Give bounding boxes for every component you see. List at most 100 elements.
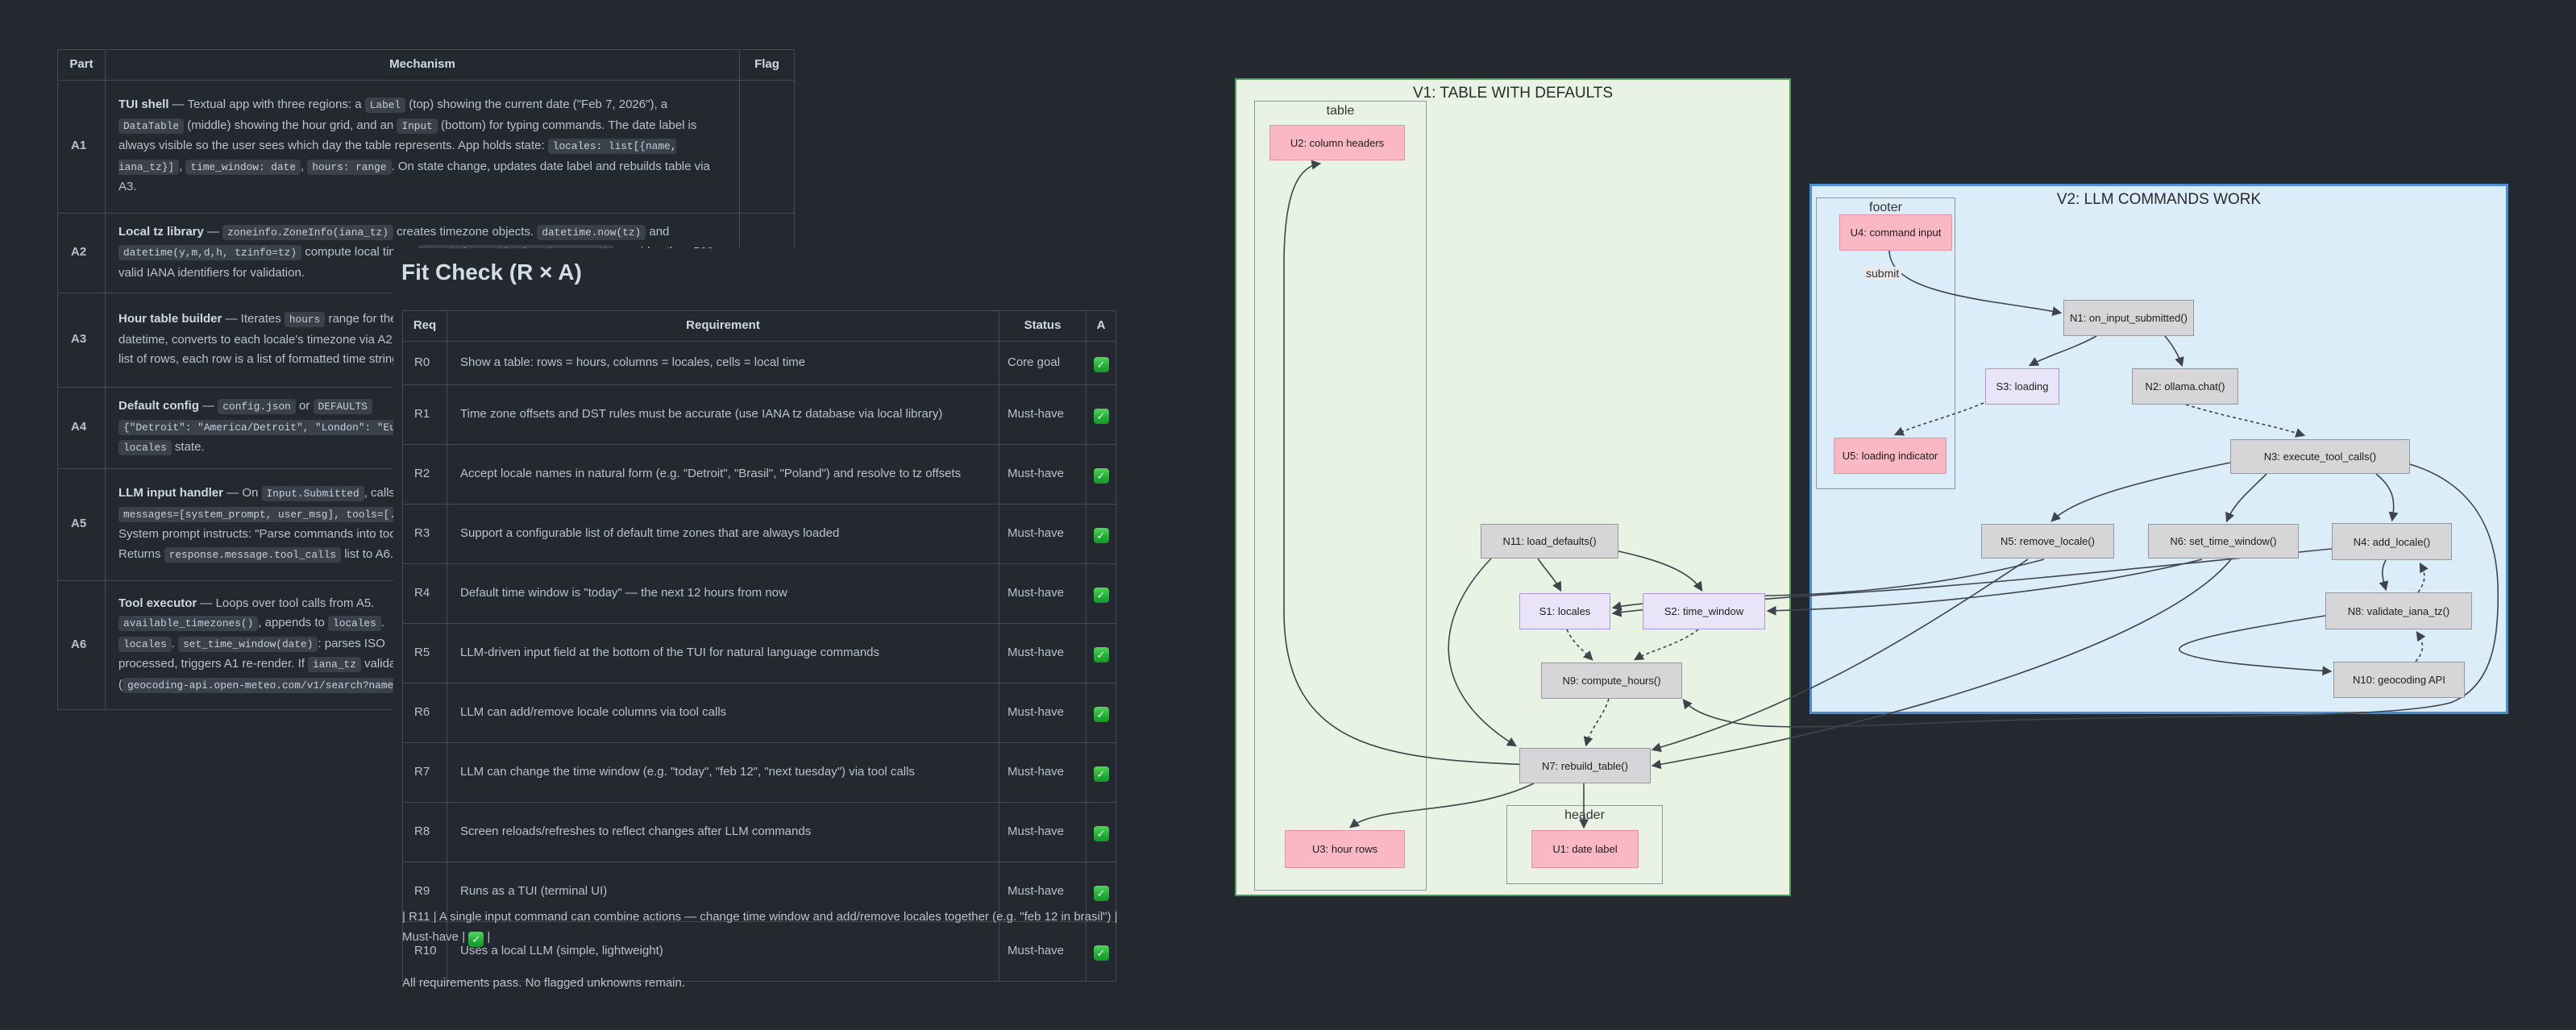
requirement-text: LLM can add/remove locale columns via to… <box>447 683 999 742</box>
check-icon: ✓ <box>1094 528 1109 543</box>
subgraph-table: table <box>1254 101 1427 891</box>
summary-note: All requirements pass. No flagged unknow… <box>402 973 1128 993</box>
part-cell: A1 <box>58 80 106 213</box>
requirement-row: R4Default time window is "today" — the n… <box>403 563 1116 623</box>
req-id: R7 <box>403 742 447 802</box>
fit-check-table: ReqRequirementStatusAR0Show a table: row… <box>402 310 1116 982</box>
code-chip: set_time_window(date) <box>178 637 318 652</box>
status-cell: Must-have <box>999 384 1086 444</box>
column-header: Flag <box>740 50 795 81</box>
node-n4: N4: add_locale() <box>2332 523 2452 560</box>
node-n8: N8: validate_iana_tz() <box>2325 592 2472 629</box>
bold-text: Local tz library <box>118 225 204 239</box>
subgraph-footer-label: footer <box>1817 201 1955 215</box>
code-chip: iana_tz <box>308 657 361 672</box>
part-cell: A3 <box>58 293 106 387</box>
requirement-text: Support a configurable list of default t… <box>447 504 999 563</box>
subgraph-table-label: table <box>1255 104 1426 118</box>
status-cell: Must-have <box>999 683 1086 742</box>
fit-check-panel: Fit Check (R × A) ReqRequirementStatusAR… <box>393 248 1161 990</box>
part-cell: A4 <box>58 387 106 468</box>
bold-text: Hour table builder <box>118 312 222 326</box>
requirement-row: R8Screen reloads/refreshes to reflect ch… <box>403 802 1116 862</box>
requirement-text: Accept locale names in natural form (e.g… <box>447 444 999 504</box>
code-chip: locales <box>118 440 172 455</box>
requirement-row: R0Show a table: rows = hours, columns = … <box>403 341 1116 384</box>
check-icon: ✓ <box>1094 357 1109 372</box>
column-header: Mechanism <box>106 50 740 81</box>
code-chip: available_timezones() <box>118 616 258 631</box>
code-chip: Label <box>365 98 405 113</box>
requirement-text: Show a table: rows = hours, columns = lo… <box>447 341 999 384</box>
requirement-row: R1Time zone offsets and DST rules must b… <box>403 384 1116 444</box>
requirement-row: R7LLM can change the time window (e.g. "… <box>403 742 1116 802</box>
code-chip: response.message.tool_calls <box>164 547 341 563</box>
subgraph-header-label: header <box>1507 808 1662 823</box>
column-header: A <box>1086 311 1116 342</box>
code-chip: config.json <box>218 399 295 414</box>
code-chip: hours: range <box>307 160 391 175</box>
req-id: R6 <box>403 683 447 742</box>
check-cell: ✓ <box>1086 504 1116 563</box>
requirement-text: Default time window is "today" — the nex… <box>447 563 999 623</box>
node-n3: N3: execute_tool_calls() <box>2230 439 2410 474</box>
node-n5: N5: remove_locale() <box>1981 524 2114 559</box>
status-cell: Must-have <box>999 504 1086 563</box>
node-s2: S2: time_window <box>1643 593 1765 629</box>
node-n2: N2: ollama.chat() <box>2132 368 2238 405</box>
node-n1: N1: on_input_submitted() <box>2063 300 2194 336</box>
status-cell: Must-have <box>999 802 1086 862</box>
check-icon: ✓ <box>468 932 484 947</box>
check-cell: ✓ <box>1086 444 1116 504</box>
panel-v1-title: V1: TABLE WITH DEFAULTS <box>1236 85 1789 102</box>
bold-text: Default config <box>118 399 199 413</box>
node-s3: S3: loading <box>1985 368 2059 405</box>
requirement-row: R3Support a configurable list of default… <box>403 504 1116 563</box>
status-cell: Core goal <box>999 341 1086 384</box>
req-id: R8 <box>403 802 447 862</box>
check-icon: ✓ <box>1094 886 1109 901</box>
node-u1: U1: date label <box>1531 830 1639 868</box>
requirement-text: LLM can change the time window (e.g. "to… <box>447 742 999 802</box>
req-id: R3 <box>403 504 447 563</box>
requirement-row: R6LLM can add/remove locale columns via … <box>403 683 1116 742</box>
bold-text: LLM input handler <box>118 486 223 500</box>
node-u3: U3: hour rows <box>1285 830 1405 868</box>
column-header: Status <box>999 311 1086 342</box>
code-chip: datetime.now(tz) <box>537 225 646 240</box>
req-id: R2 <box>403 444 447 504</box>
part-cell: A2 <box>58 213 106 293</box>
mechanism-cell: TUI shell — Textual app with three regio… <box>106 80 740 213</box>
code-chip: hours <box>285 312 325 327</box>
node-n9: N9: compute_hours() <box>1541 662 1682 699</box>
requirement-text: Screen reloads/refreshes to reflect chan… <box>447 802 999 862</box>
node-u4: U4: command input <box>1839 214 1952 251</box>
code-chip: messages=[system_prompt, user_msg], tool… <box>118 507 419 522</box>
bold-text: TUI shell <box>118 98 169 111</box>
code-chip: Input <box>397 118 437 134</box>
code-chip: Input.Submitted <box>262 486 364 501</box>
req-id: R4 <box>403 563 447 623</box>
table-row: A1TUI shell — Textual app with three reg… <box>58 80 795 213</box>
requirement-text: LLM-driven input field at the bottom of … <box>447 623 999 683</box>
check-icon: ✓ <box>1094 468 1109 484</box>
status-cell: Must-have <box>999 444 1086 504</box>
check-icon: ✓ <box>1094 588 1109 603</box>
node-n6: N6: set_time_window() <box>2148 524 2299 559</box>
requirement-row: R5LLM-driven input field at the bottom o… <box>403 623 1116 683</box>
check-cell: ✓ <box>1086 563 1116 623</box>
check-cell: ✓ <box>1086 742 1116 802</box>
status-cell: Must-have <box>999 623 1086 683</box>
req-id: R5 <box>403 623 447 683</box>
check-cell: ✓ <box>1086 341 1116 384</box>
check-icon: ✓ <box>1094 766 1109 782</box>
node-n10: N10: geocoding API <box>2333 662 2465 698</box>
check-icon: ✓ <box>1094 647 1109 662</box>
check-icon: ✓ <box>1094 826 1109 841</box>
bold-text: Tool executor <box>118 596 197 610</box>
req-id: R0 <box>403 341 447 384</box>
requirement-row: R2Accept locale names in natural form (e… <box>403 444 1116 504</box>
code-chip: geocoding-api.open-meteo.com/v1/search?n… <box>123 678 405 693</box>
code-chip: datetime(y,m,d,h, tzinfo=tz) <box>118 245 301 260</box>
column-header: Requirement <box>447 311 999 342</box>
